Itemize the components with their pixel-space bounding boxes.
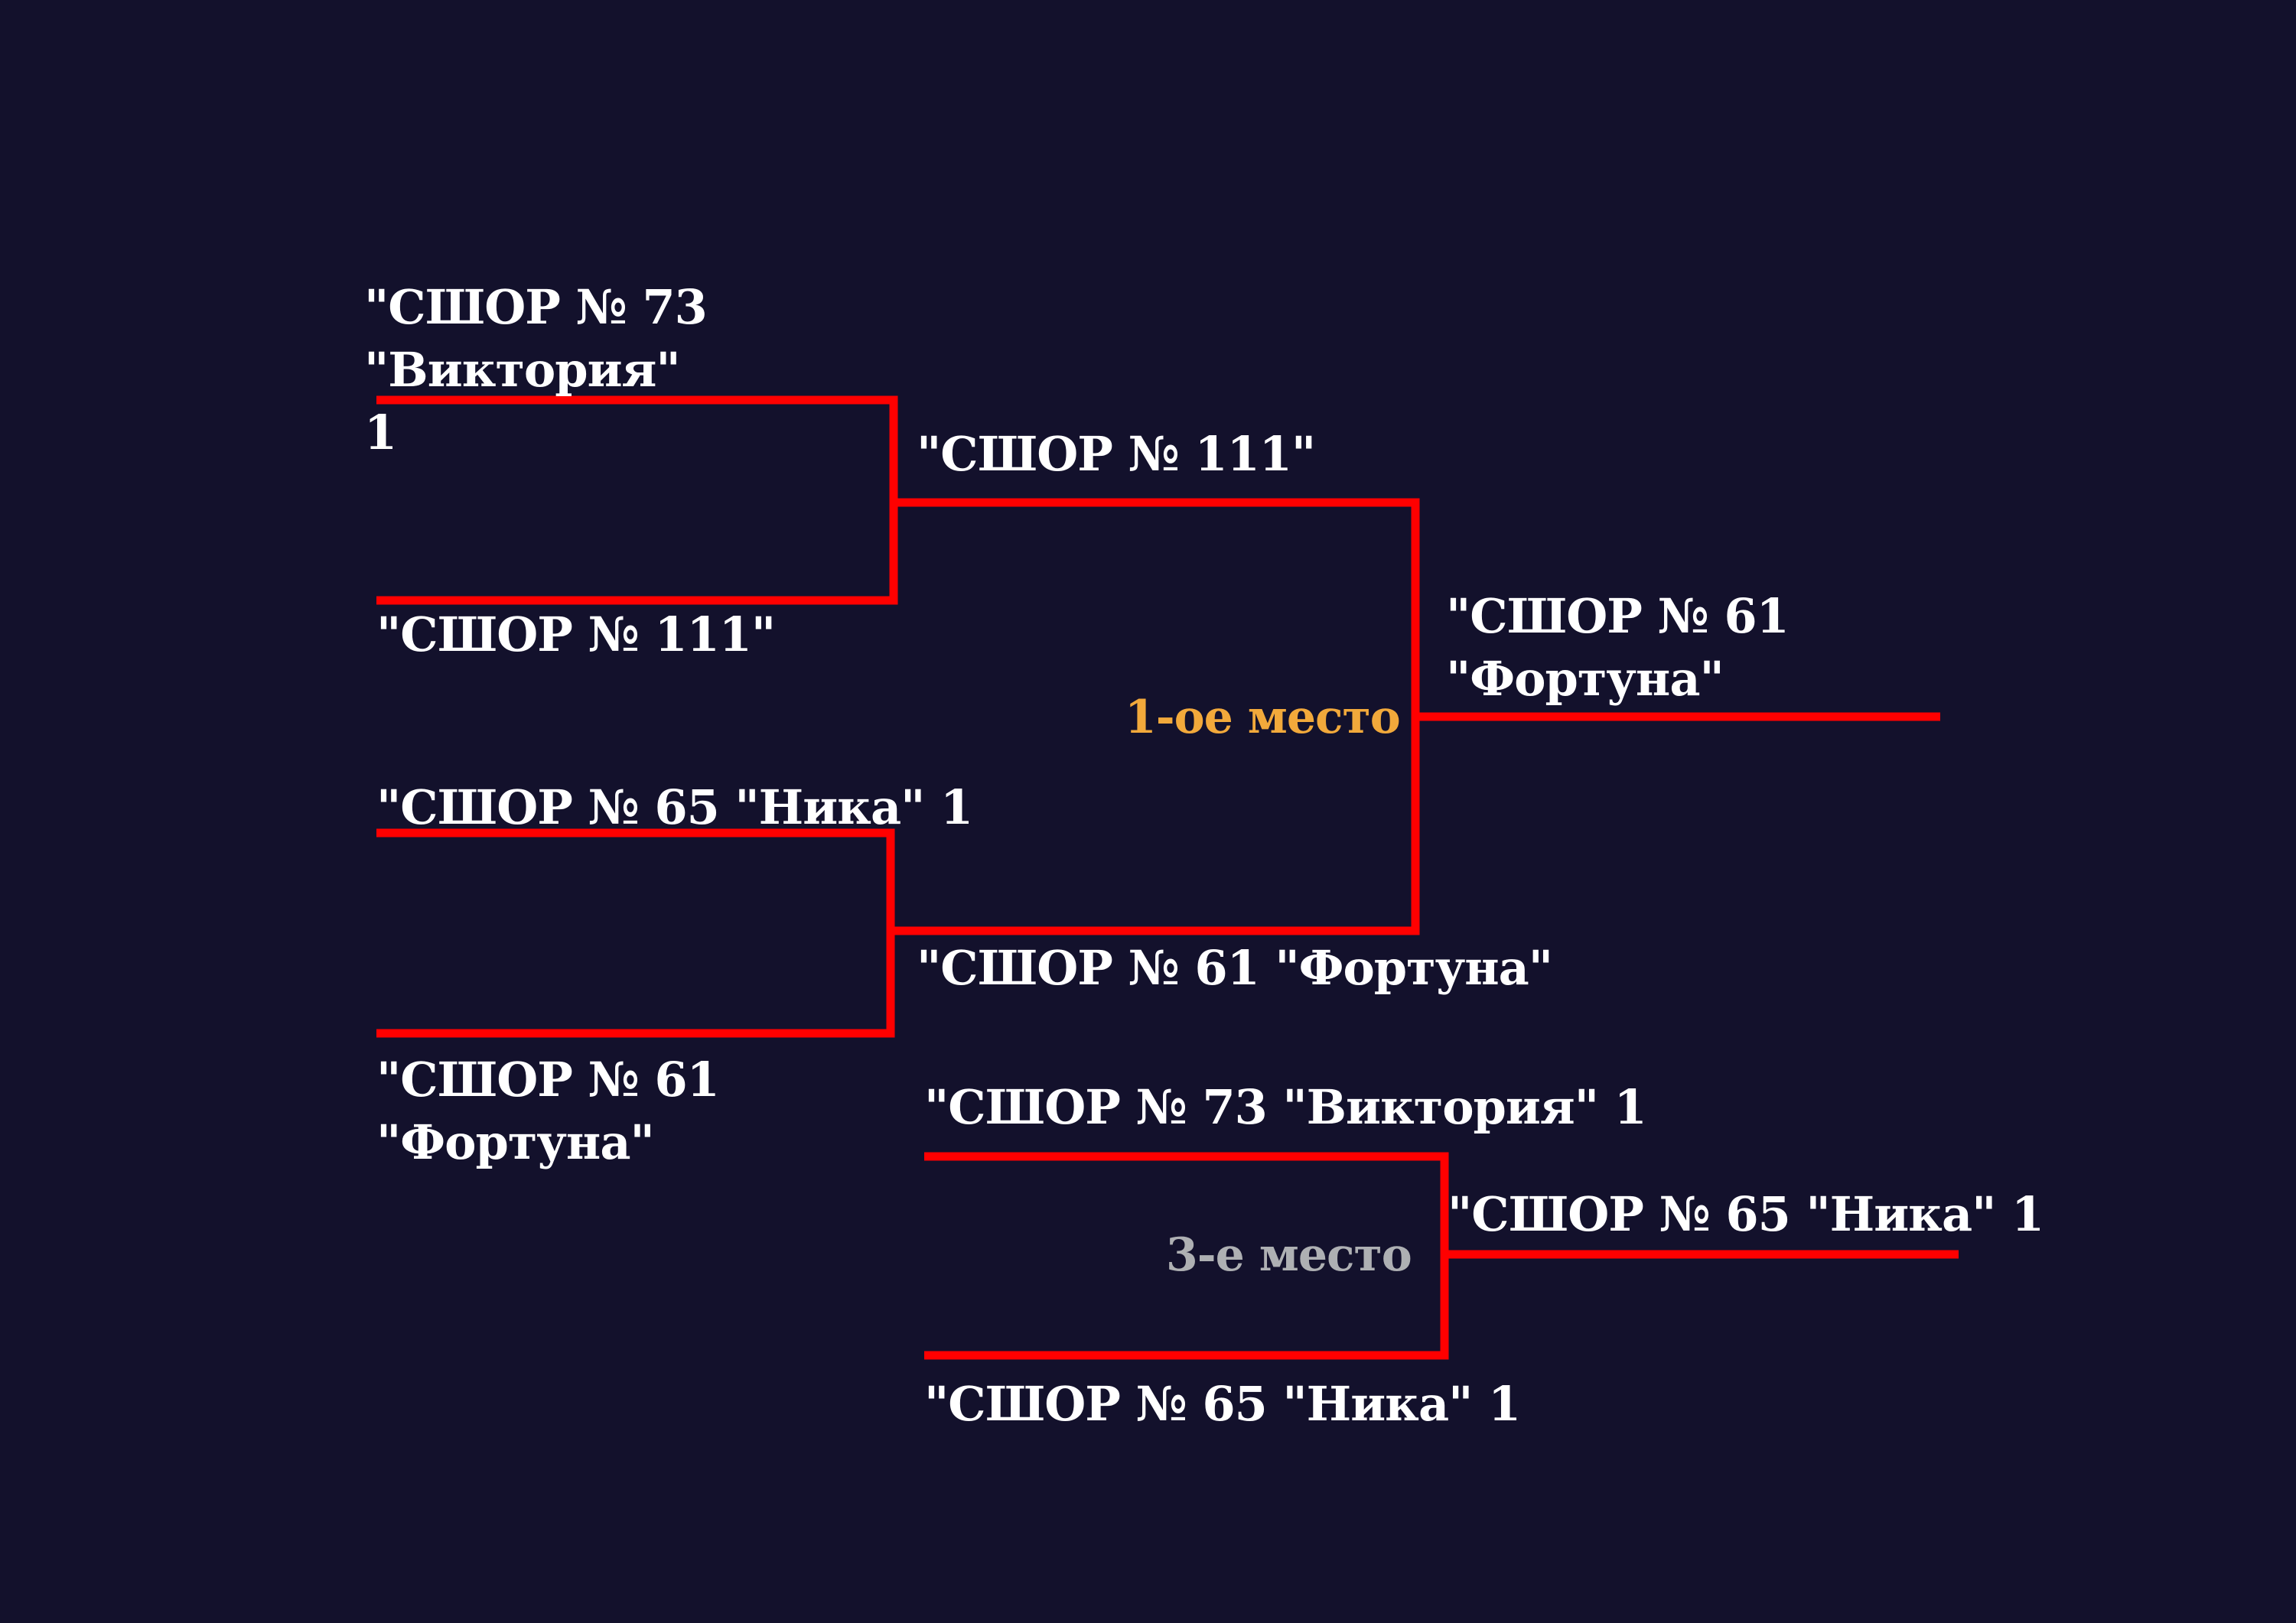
third-place-winner: "СШОР № 65 "Ника" 1 (1448, 1186, 2044, 1242)
first-place-label: 1-ое место (1125, 691, 1401, 744)
semifinal-winner-1: "СШОР № 111" (917, 426, 1316, 482)
third-place-team-1: "СШОР № 73 "Виктория" 1 (924, 1079, 1647, 1135)
round1-team-1: "СШОР № 73 "Виктория" 1 (364, 279, 708, 460)
third-place-team-2: "СШОР № 65 "Ника" 1 (924, 1376, 1521, 1432)
semifinal-b-connector (376, 828, 895, 1038)
third-place-label: 3-е место (1166, 1228, 1412, 1282)
round1-team-2: "СШОР № 111" (376, 607, 776, 662)
round1-team-3: "СШОР № 65 "Ника" 1 (376, 779, 973, 835)
semifinal-winner-2: "СШОР № 61 "Фортуна" (917, 940, 1553, 996)
champion-team: "СШОР № 61 "Фортуна" (1446, 588, 1790, 707)
round1-team-4: "СШОР № 61 "Фортуна" (376, 1052, 720, 1170)
